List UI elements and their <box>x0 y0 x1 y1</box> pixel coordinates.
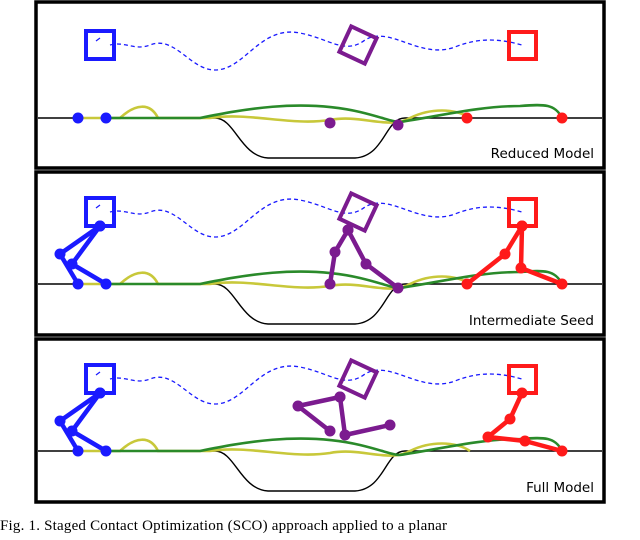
middle-leg-left-joint <box>292 400 304 412</box>
panel-3: Full Model <box>34 337 606 504</box>
start-torso-marker <box>95 37 101 42</box>
start-torso-marker <box>95 371 101 376</box>
panel-label: Intermediate Seed <box>469 313 594 329</box>
panel-2: Intermediate Seed <box>34 170 606 337</box>
end-leg-right-joint <box>515 262 527 274</box>
panel-border <box>34 337 606 504</box>
end-leg-right-joint <box>516 220 528 232</box>
end-foot-point <box>461 112 473 124</box>
middle-torso-box <box>336 357 380 401</box>
end-leg-left-joint <box>461 278 473 290</box>
panel-1: Reduced Model <box>34 0 606 170</box>
start-leg-right-joint <box>94 387 106 399</box>
middle-leg-right-joint <box>360 258 372 270</box>
middle-leg-left <box>295 394 341 433</box>
start-leg-right-joint <box>66 258 78 270</box>
torso-trajectory <box>109 31 523 71</box>
foot-trajectory-left <box>78 438 471 457</box>
end-leg-right-joint <box>519 435 531 447</box>
start-foot-point <box>72 112 84 124</box>
start-foot-point <box>100 112 112 124</box>
middle-leg-left-joint <box>329 246 341 258</box>
middle-leg-right-joint <box>392 282 404 294</box>
middle-leg-right-joint <box>384 419 396 431</box>
end-leg-right-joint <box>556 278 568 290</box>
end-leg-right-joint <box>556 445 568 457</box>
torso-trajectory <box>109 198 523 238</box>
middle-foot-point <box>324 117 336 129</box>
foot-trajectory-left <box>78 271 471 290</box>
middle-leg-right-joint <box>334 391 346 403</box>
start-leg-left-joint <box>72 445 84 457</box>
middle-torso-box <box>336 190 380 234</box>
panel-label: Full Model <box>526 480 594 496</box>
start-leg-left-joint <box>72 278 84 290</box>
middle-torso-box <box>336 23 380 67</box>
middle-leg-left-joint <box>324 425 336 437</box>
start-leg-right-joint <box>94 220 106 232</box>
middle-leg-right <box>346 228 400 290</box>
middle-leg-left-joint <box>324 278 336 290</box>
middle-leg-right-joint <box>342 224 354 236</box>
ground-profile <box>38 450 602 492</box>
foot-trajectory-left <box>78 105 471 124</box>
start-leg-right-joint <box>100 445 112 457</box>
end-leg-right-joint <box>482 431 494 443</box>
start-torso-marker <box>95 204 101 209</box>
end-foot-point <box>556 112 568 124</box>
start-leg-left-joint <box>54 248 66 260</box>
middle-leg-right-joint <box>339 429 351 441</box>
end-leg-left-joint <box>499 248 511 260</box>
start-torso-box <box>84 29 116 61</box>
start-leg-left-joint <box>54 415 66 427</box>
end-torso-box <box>507 30 538 61</box>
end-leg-right-joint <box>504 413 516 425</box>
start-leg-right-joint <box>66 425 78 437</box>
panel-label: Reduced Model <box>491 146 594 162</box>
middle-leg-right <box>337 396 391 438</box>
panel-border <box>34 170 606 337</box>
figure-caption: Fig. 1. Staged Contact Optimization (SCO… <box>0 518 448 534</box>
end-leg-left <box>465 224 524 286</box>
middle-foot-point <box>392 119 404 131</box>
panel-border <box>34 0 606 170</box>
end-leg-right-joint <box>516 387 528 399</box>
torso-trajectory <box>109 365 523 405</box>
start-leg-right-joint <box>100 278 112 290</box>
